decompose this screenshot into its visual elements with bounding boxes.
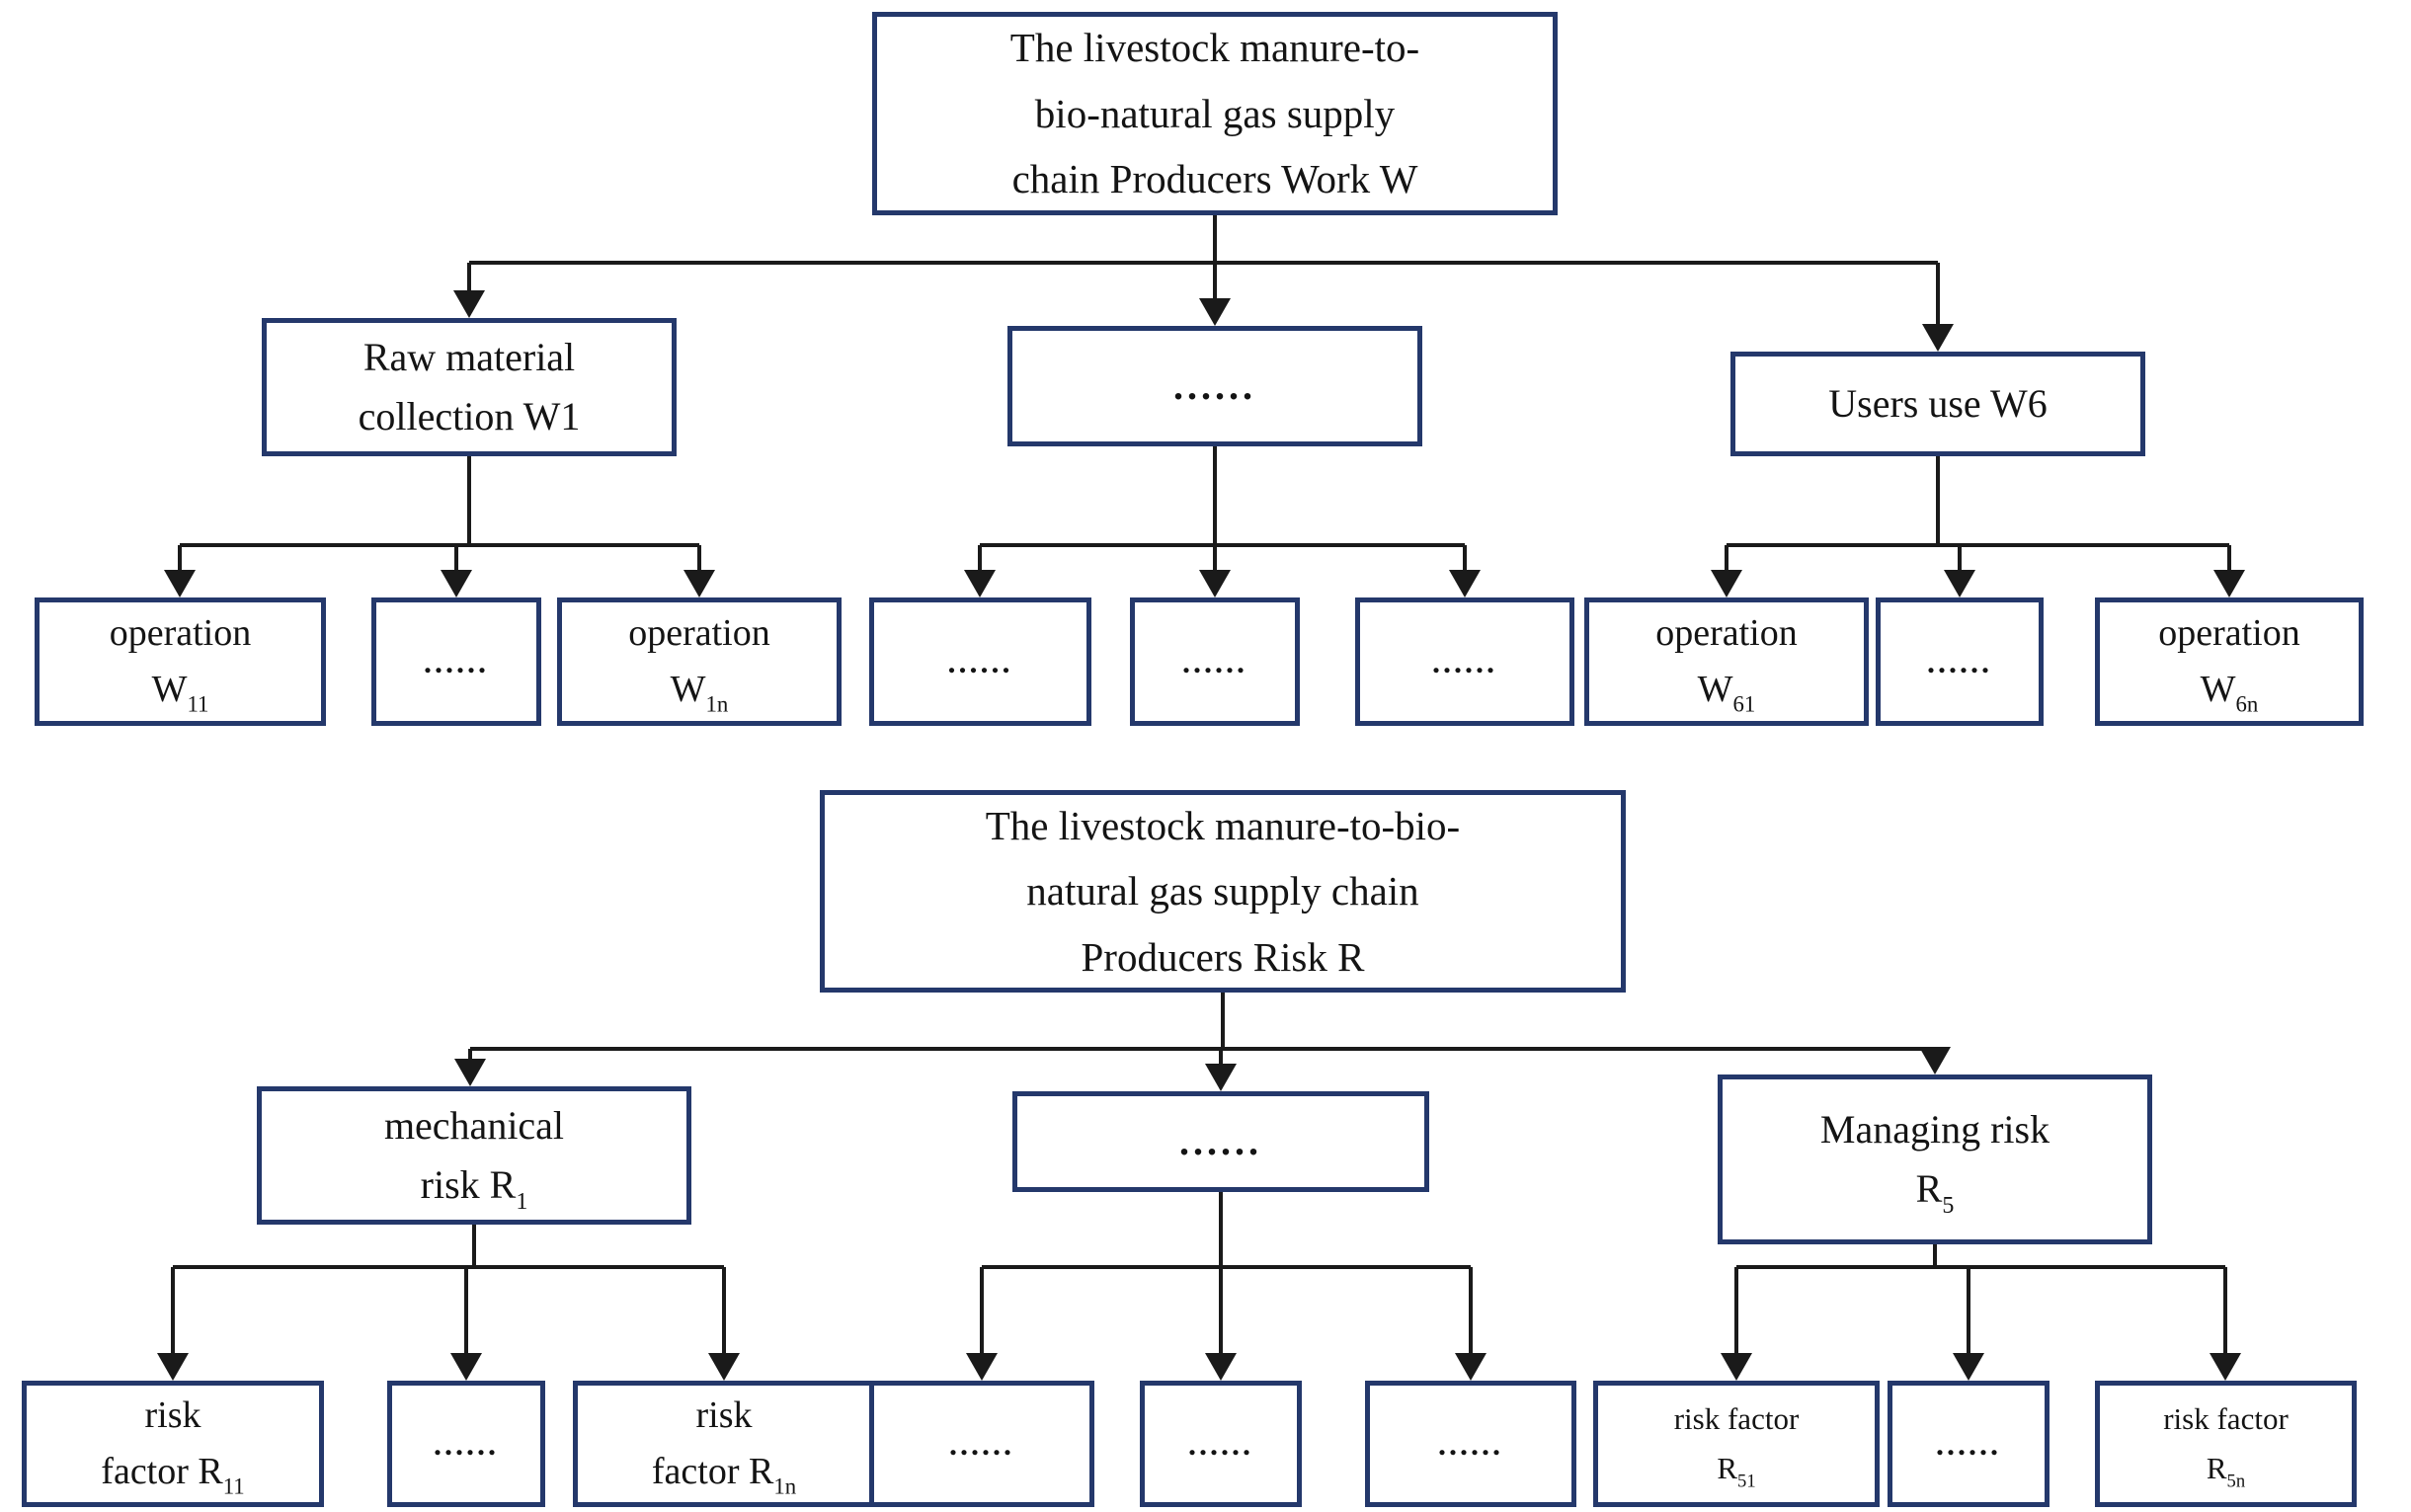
leaf-symbol: R5n [2206, 1451, 2246, 1492]
node-label-line: risk R1 [420, 1162, 528, 1215]
node-risk-factor-r5n: risk factor R5n [2095, 1381, 2357, 1507]
node-risk-factor-r51: risk factor R51 [1593, 1381, 1880, 1507]
leaf-symbol: factor R11 [101, 1451, 245, 1499]
node-label-line: R5 [1915, 1166, 1955, 1219]
connector-risk-root-to-children [454, 993, 1951, 1091]
node-work-leaf-ellipsis-1: ...... [371, 597, 541, 726]
node-risk-leaf-ellipsis-2: ...... [869, 1381, 1094, 1507]
node-risk-leaf-ellipsis-5: ...... [1888, 1381, 2049, 1507]
leaf-word: operation [628, 612, 770, 654]
node-operation-w61: operation W61 [1584, 597, 1869, 726]
leaf-symbol: W6n [2200, 669, 2259, 717]
leaf-symbol: factor R1n [651, 1451, 797, 1499]
connector-w1-to-leaves [164, 456, 715, 597]
node-work-root: The livestock manure-to- bio-natural gas… [872, 12, 1558, 215]
node-label-line: mechanical [383, 1103, 565, 1148]
leaf-word: risk [144, 1394, 201, 1436]
connector-w6-to-leaves [1711, 456, 2245, 597]
node-managing-risk-r5: Managing risk R5 [1718, 1074, 2152, 1244]
node-operation-w11: operation W11 [35, 597, 326, 726]
leaf-symbol: W11 [151, 669, 209, 717]
node-raw-material-collection-w1: Raw material collection W1 [262, 318, 677, 456]
node-work-leaf-ellipsis-5: ...... [1876, 597, 2044, 726]
node-operation-w1n: operation W1n [557, 597, 842, 726]
leaf-word: risk factor [2163, 1401, 2289, 1437]
node-operation-w6n: operation W6n [2095, 597, 2364, 726]
leaf-symbol: W61 [1697, 669, 1756, 717]
leaf-word: risk [695, 1394, 753, 1436]
connector-r5-to-leaves [1721, 1244, 2241, 1381]
node-risk-leaf-ellipsis-4: ...... [1365, 1381, 1576, 1507]
node-work-leaf-ellipsis-3: ...... [1130, 597, 1300, 726]
leaf-word: risk factor [1673, 1401, 1800, 1437]
node-work-ellipsis: ...... [1007, 326, 1422, 446]
connector-r1-to-leaves [157, 1225, 740, 1381]
node-work-leaf-ellipsis-4: ...... [1355, 597, 1574, 726]
node-risk-root: The livestock manure-to-bio- natural gas… [820, 790, 1626, 993]
node-risk-factor-r11: risk factor R11 [22, 1381, 324, 1507]
leaf-word: operation [2158, 612, 2300, 654]
leaf-symbol: R51 [1717, 1451, 1756, 1492]
connector-risk-mid-to-leaves [966, 1192, 1487, 1381]
node-users-use-w6: Users use W6 [1730, 352, 2145, 456]
node-risk-leaf-ellipsis-1: ...... [387, 1381, 545, 1507]
connector-work-root-to-children [453, 215, 1954, 352]
node-mechanical-risk-r1: mechanical risk R1 [257, 1086, 691, 1225]
node-risk-ellipsis: ...... [1012, 1091, 1429, 1192]
leaf-word: operation [109, 612, 252, 654]
node-risk-leaf-ellipsis-3: ...... [1140, 1381, 1302, 1507]
node-work-leaf-ellipsis-2: ...... [869, 597, 1091, 726]
leaf-symbol: W1n [670, 669, 729, 717]
leaf-word: operation [1655, 612, 1798, 654]
connector-work-mid-to-leaves [964, 446, 1481, 597]
node-risk-factor-r1n: risk factor R1n [573, 1381, 875, 1507]
node-label-line: Managing risk [1819, 1107, 2050, 1152]
